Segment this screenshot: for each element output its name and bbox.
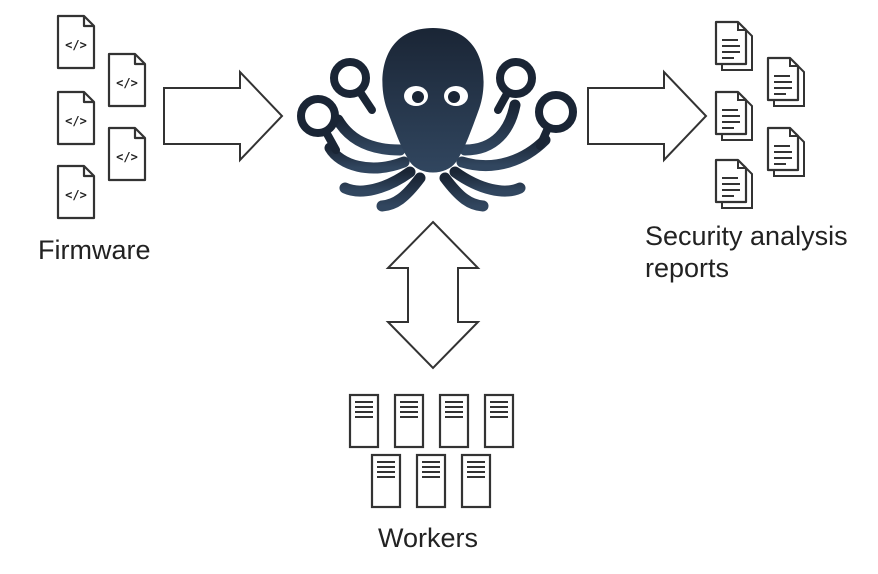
reports-label-line1: Security analysis: [645, 221, 848, 251]
code-file-icon: </>: [56, 164, 96, 220]
reports-label-line2: reports: [645, 253, 730, 283]
firmware-label: Firmware: [38, 235, 151, 265]
code-file-icon: </>: [56, 14, 96, 70]
report-document-icon: [714, 20, 754, 72]
arrow-right-icon: [587, 69, 708, 163]
server-icon: [438, 393, 470, 449]
bidirectional-arrow-icon: [385, 220, 481, 370]
workers-label: Workers: [378, 523, 479, 553]
magnifier-icon: [330, 58, 376, 114]
firmware-files: </> </> </> </> </>: [56, 14, 147, 220]
svg-text:</>: </>: [65, 188, 87, 202]
magnifier-icon: [297, 95, 340, 154]
svg-text:</>: </>: [116, 76, 138, 90]
magnifier-icon: [535, 91, 577, 150]
server-icon: [393, 393, 425, 449]
reports-label: Security analysis reports: [645, 220, 848, 284]
arrow-right-icon: [163, 69, 284, 163]
server-icon: [415, 453, 447, 509]
report-document-icon: [766, 126, 806, 178]
report-document-icon: [766, 56, 806, 108]
octopus-icon: [297, 28, 577, 212]
svg-text:</>: </>: [65, 38, 87, 52]
server-icon: [483, 393, 515, 449]
code-file-icon: </>: [107, 126, 147, 182]
code-file-icon: </>: [107, 52, 147, 108]
code-file-icon: </>: [56, 90, 96, 146]
svg-text:</>: </>: [65, 114, 87, 128]
report-documents: [714, 20, 806, 210]
server-icon: [348, 393, 380, 449]
report-document-icon: [714, 90, 754, 142]
report-document-icon: [714, 158, 754, 210]
server-icon: [460, 453, 492, 509]
svg-text:</>: </>: [116, 150, 138, 164]
magnifier-icon: [494, 58, 536, 114]
worker-servers: [348, 393, 515, 509]
server-icon: [370, 453, 402, 509]
